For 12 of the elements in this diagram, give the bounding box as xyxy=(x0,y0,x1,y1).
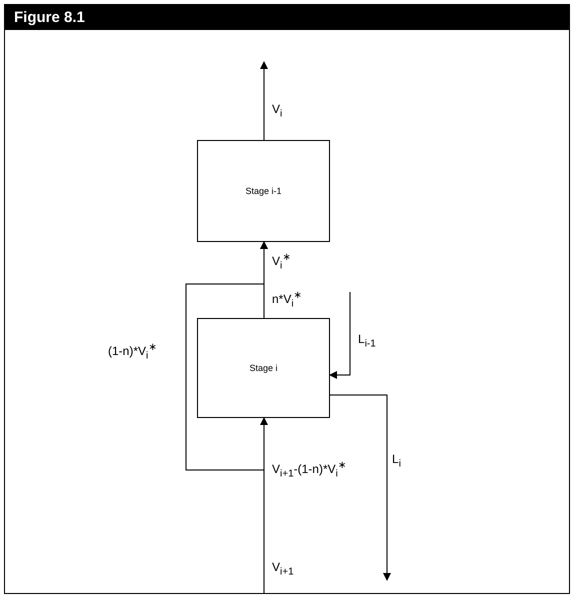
arrow xyxy=(186,241,268,470)
edge-label: L$_{i-1}$ xyxy=(358,332,376,346)
edge-label: V$_{i}$ xyxy=(272,102,282,116)
stage-box: Stage i-1 xyxy=(197,140,330,242)
edge-label: L$_{i}$ xyxy=(392,452,401,466)
flow-label: V$_{i+1}$ xyxy=(272,560,294,574)
arrow xyxy=(260,417,268,594)
figure-title: Figure 8.1 xyxy=(4,4,570,30)
arrow xyxy=(260,61,268,140)
stage-box: Stage i xyxy=(197,318,330,418)
arrow xyxy=(329,292,350,379)
arrow xyxy=(330,394,391,581)
